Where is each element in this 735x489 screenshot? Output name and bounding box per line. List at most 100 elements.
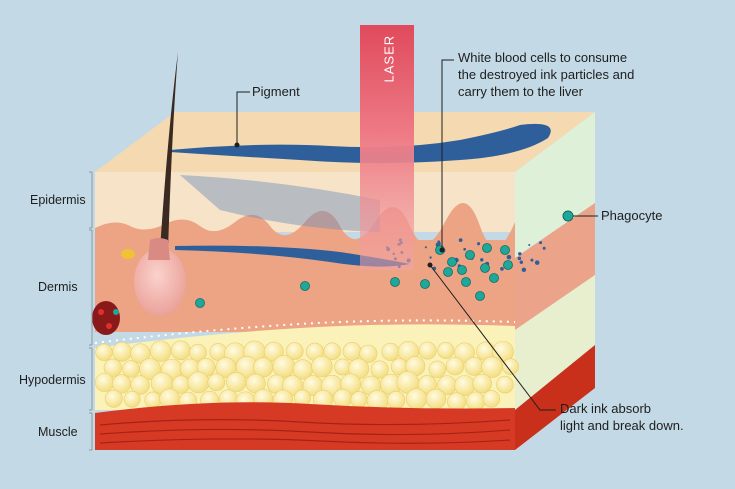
fat-cell [112,341,132,362]
hypodermis-label: Hypodermis [19,373,86,387]
muscle-layer [95,402,515,450]
follicle-root [148,238,170,260]
laser-beam[interactable] [360,25,414,270]
ink-particle [480,258,484,262]
fat-cell [386,391,406,410]
fat-cell [405,388,427,410]
fat-cell [103,358,122,377]
side-epidermis [515,112,595,258]
fat-cell [342,342,362,361]
fat-cell [437,341,455,359]
fat-cell [350,391,368,408]
pigment-top-streak [170,123,551,163]
phagocyte-cell [503,260,513,270]
phagocyte-cell [475,291,485,301]
ink-particle [506,254,512,260]
phagocyte-cell [480,263,490,273]
phagocyte-label: Phagocyte [601,208,663,223]
fat-cell [334,358,351,376]
fat-cell [464,356,484,376]
phagocyte-cell [447,257,457,267]
fat-cell [466,391,486,411]
dermis-bottom-edge [94,319,516,344]
fat-cell [187,371,210,394]
fat-cell [482,390,501,408]
muscle-fibers [99,419,511,444]
white-blood-cells-label-line-3: carry them to the liver [458,84,583,99]
side-dermis [515,203,595,330]
fat-cell [272,355,296,378]
phagocyte-cell [443,267,453,277]
fat-cell [502,358,519,375]
ink-particle [519,260,524,265]
wbc-leader [441,59,454,250]
blood-vessel-icon [92,301,120,335]
fat-cell [104,389,123,408]
dark-ink-leader [429,264,556,411]
phagocyte-cell [461,277,471,287]
phagocyte-cell [195,298,205,308]
ink-particle [530,258,534,262]
fat-cell [445,357,465,376]
fat-cell [207,373,226,392]
fat-cell [170,340,191,361]
fat-cell [139,358,161,380]
leader-lines [234,59,598,411]
white-blood-cells-label-line-2: the destroyed ink particles and [458,67,635,82]
ink-particle [424,246,427,249]
fat-cell [95,343,113,361]
fat-cells [94,340,519,412]
side-hypodermis [515,275,595,410]
fat-cell [472,373,492,394]
fat-cell [189,343,207,362]
white-blood-cells-label-line-1: White blood cells to consume [458,50,628,65]
ink-particle [518,252,522,256]
fat-cell [359,344,378,363]
ink-particle [517,256,522,261]
fat-cell [285,342,304,360]
vessel-white-cell [113,309,119,315]
fat-cell [428,360,447,379]
pigment-leader [236,91,250,145]
fat-cell [282,375,303,396]
pigment-label: Pigment [252,84,300,99]
fat-cell [496,375,514,394]
fat-cell [454,342,475,363]
fat-cell [144,391,162,409]
fat-cell [425,388,447,410]
pigment-dermis-streak [175,245,410,267]
phagocyte-cell [489,273,499,283]
phagocyte-cell [390,277,400,287]
phagocyte-cell [500,245,510,255]
fat-cell [123,390,141,408]
ink-particle [477,242,481,246]
fat-cell [418,341,437,360]
fat-cell [130,343,151,364]
fat-cell [94,372,115,392]
fat-cell [492,340,514,363]
dark-ink-label-line-1: Dark ink absorb [560,401,652,416]
fat-cell [370,360,389,379]
ink-particle [528,244,531,247]
hair-follicle [134,248,186,316]
ink-particle [437,241,441,245]
fat-cell [381,342,400,361]
layer-brackets [89,171,93,451]
fat-cell [311,355,333,378]
epidermis-label: Epidermis [30,193,86,207]
ink-particle [458,238,463,242]
ink-particle [534,260,540,265]
hair-shaft-icon [160,52,178,250]
fat-cell [323,342,341,361]
pigment-front-haze [180,175,380,232]
phagocyte-cell [482,243,492,253]
muscle-label: Muscle [38,425,78,439]
ink-particle [500,266,504,271]
fat-cell [130,375,150,395]
sebaceous-gland-icon [121,249,135,259]
phagocyte-cell [420,279,430,289]
phagocyte-cell [457,265,467,275]
side-muscle [515,345,595,450]
